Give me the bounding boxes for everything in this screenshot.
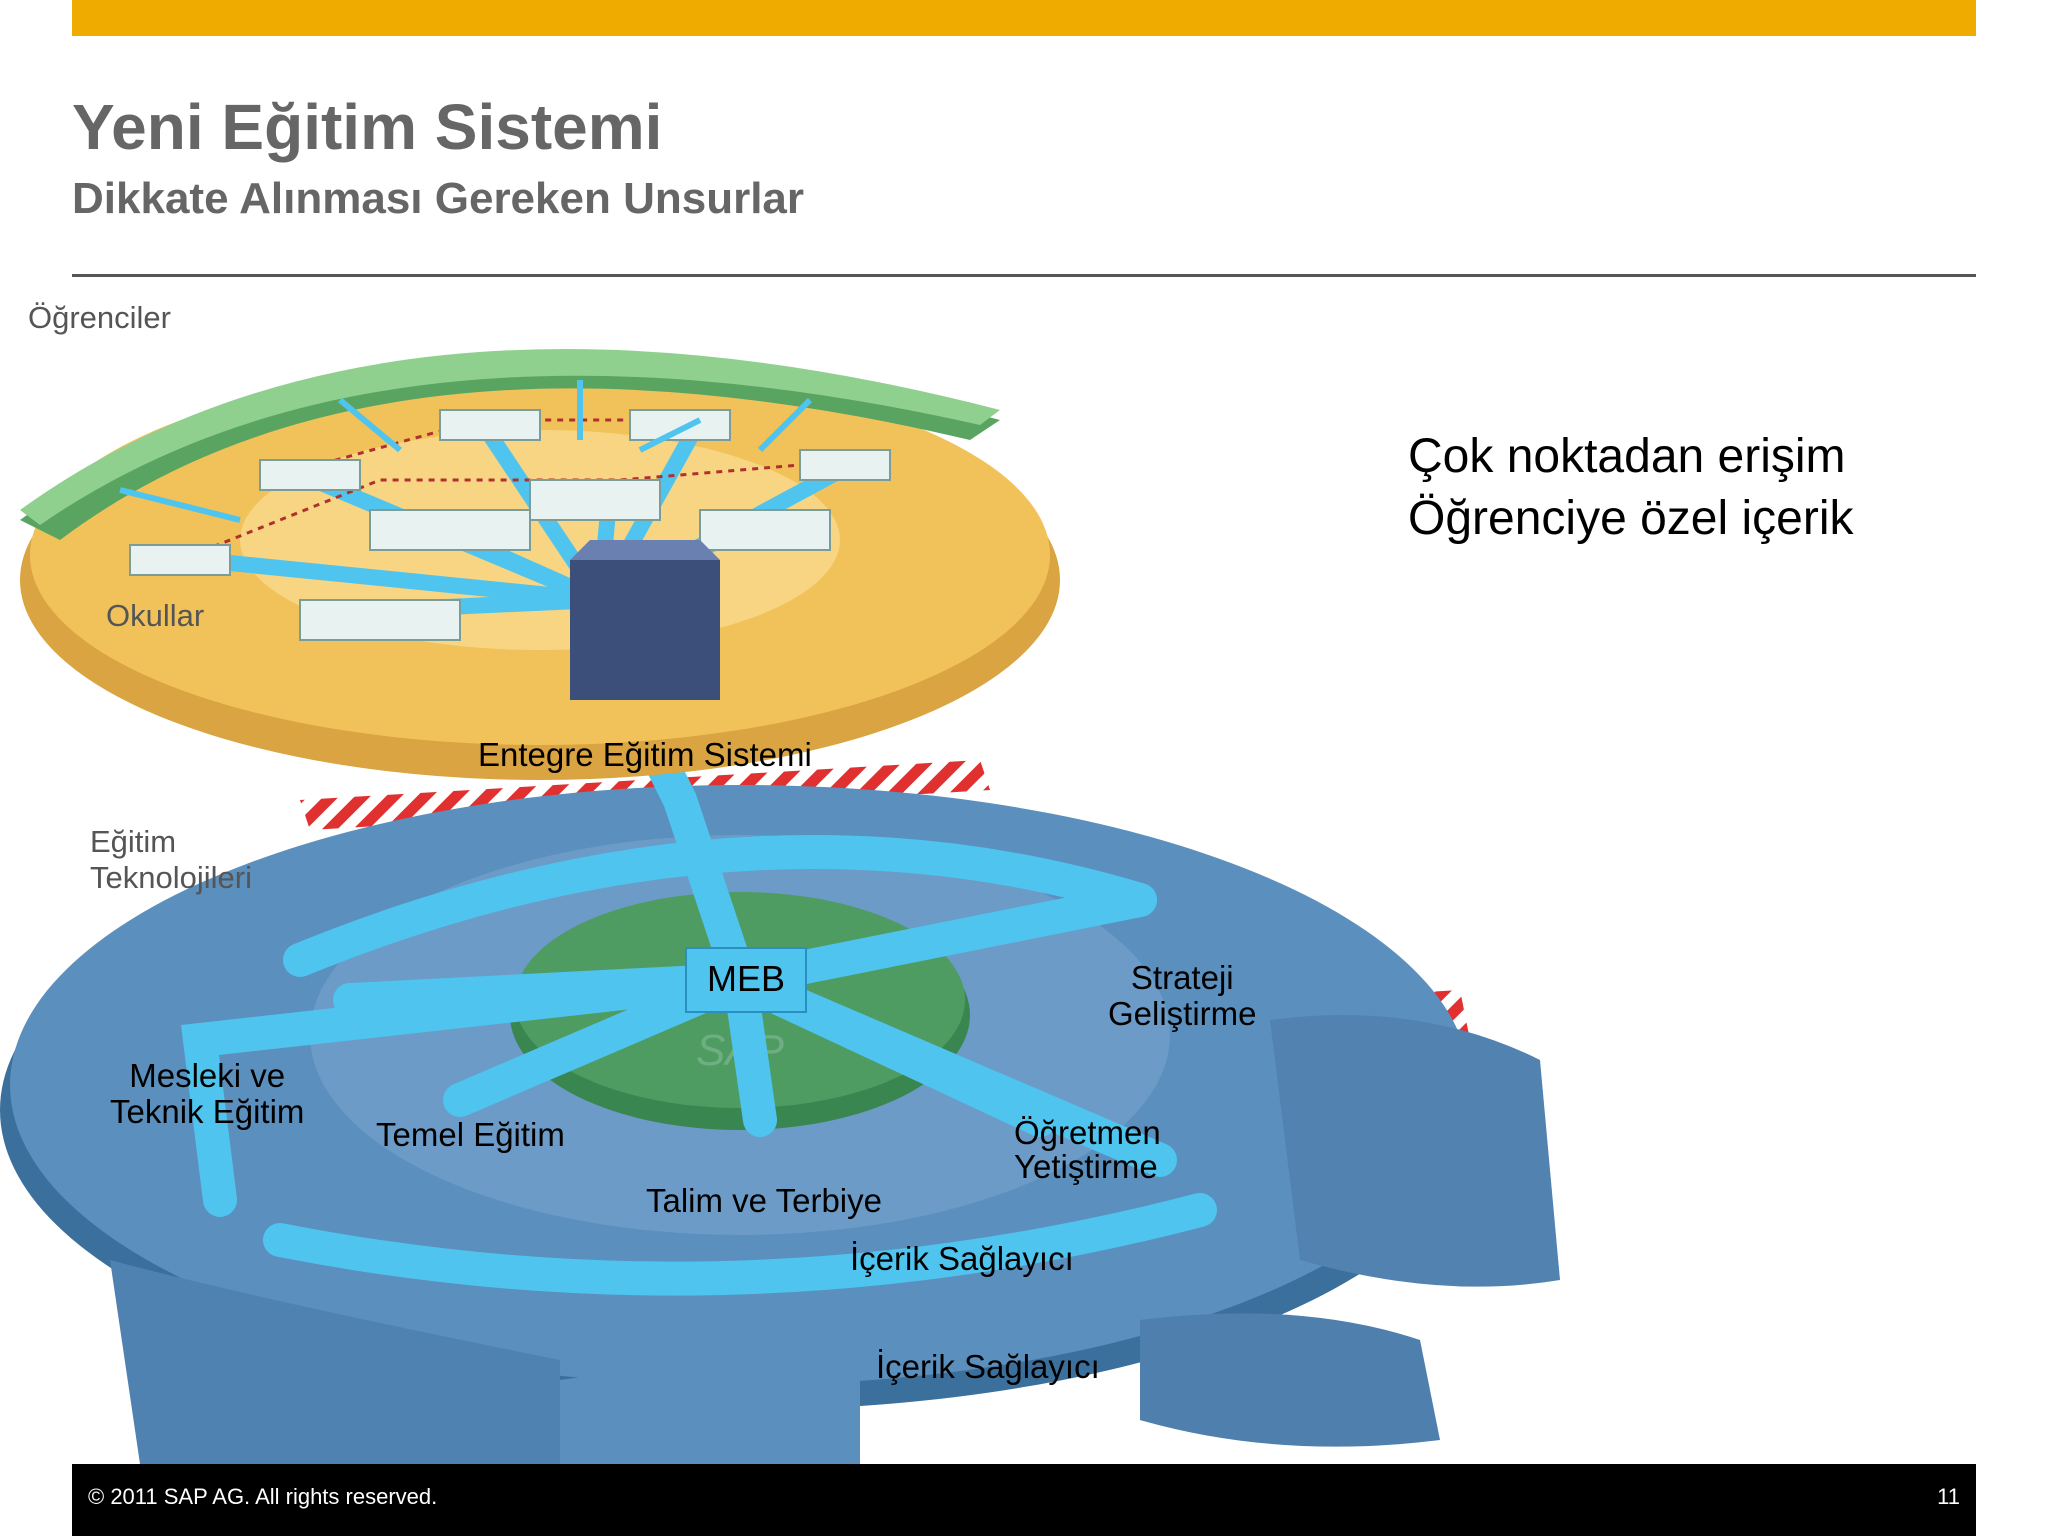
node-basic: Temel Eğitim xyxy=(376,1116,565,1153)
label-integrated-system: Entegre Eğitim Sistemi xyxy=(478,736,812,773)
accent-top-bar xyxy=(72,0,1976,36)
label-edu-tech-line2: Teknolojileri xyxy=(90,860,252,895)
point-personal-content: Öğrenciye özel içerik xyxy=(1408,492,1854,545)
node-content-provider-2: İçerik Sağlayıcı xyxy=(876,1348,1100,1385)
student-arc xyxy=(20,349,1000,540)
node-vocational: Mesleki ve Teknik Eğitim xyxy=(110,1058,304,1130)
right-ring-segments xyxy=(110,1015,1560,1464)
label-students: Öğrenciler xyxy=(28,300,171,335)
node-training: Talim ve Terbiye xyxy=(646,1182,882,1219)
hub-label: MEB xyxy=(706,958,785,999)
node-content-provider-1: İçerik Sağlayıcı xyxy=(850,1240,1074,1277)
label-edu-tech-line1: Eğitim xyxy=(90,824,177,859)
footer-bar: © 2011 SAP AG. All rights reserved. 11 xyxy=(72,1464,1976,1536)
label-schools: Okullar xyxy=(106,598,205,633)
label-edu-tech: Eğitim Teknolojileri xyxy=(90,824,252,896)
node-vocational-line2: Teknik Eğitim xyxy=(110,1093,305,1130)
node-teacher: Öğretmen Yetiştirme xyxy=(1014,1116,1161,1184)
node-teacher-line2: Yetiştirme xyxy=(1014,1148,1158,1185)
footer-copyright: © 2011 SAP AG. All rights reserved. xyxy=(88,1484,438,1509)
key-points: Çok noktadan erişim Öğrenciye özel içeri… xyxy=(1408,426,1854,550)
school-platform xyxy=(20,365,1060,780)
education-system-diagram: SAP xyxy=(0,349,1560,1464)
title-divider xyxy=(72,274,1976,277)
page-subtitle: Dikkate Alınması Gereken Unsurlar xyxy=(72,174,805,223)
node-strategy-line2: Geliştirme xyxy=(1108,995,1257,1032)
point-multi-access: Çok noktadan erişim xyxy=(1408,430,1846,483)
node-vocational-line1: Mesleki ve xyxy=(129,1057,286,1094)
meb-hub-box xyxy=(685,947,807,1013)
page-title: Yeni Eğitim Sistemi xyxy=(72,91,663,163)
node-strategy: Strateji Geliştirme xyxy=(1108,960,1257,1032)
node-teacher-line1: Öğretmen xyxy=(1014,1114,1161,1151)
page-number: 11 xyxy=(1937,1484,1960,1509)
node-strategy-line1: Strateji xyxy=(1130,959,1234,996)
